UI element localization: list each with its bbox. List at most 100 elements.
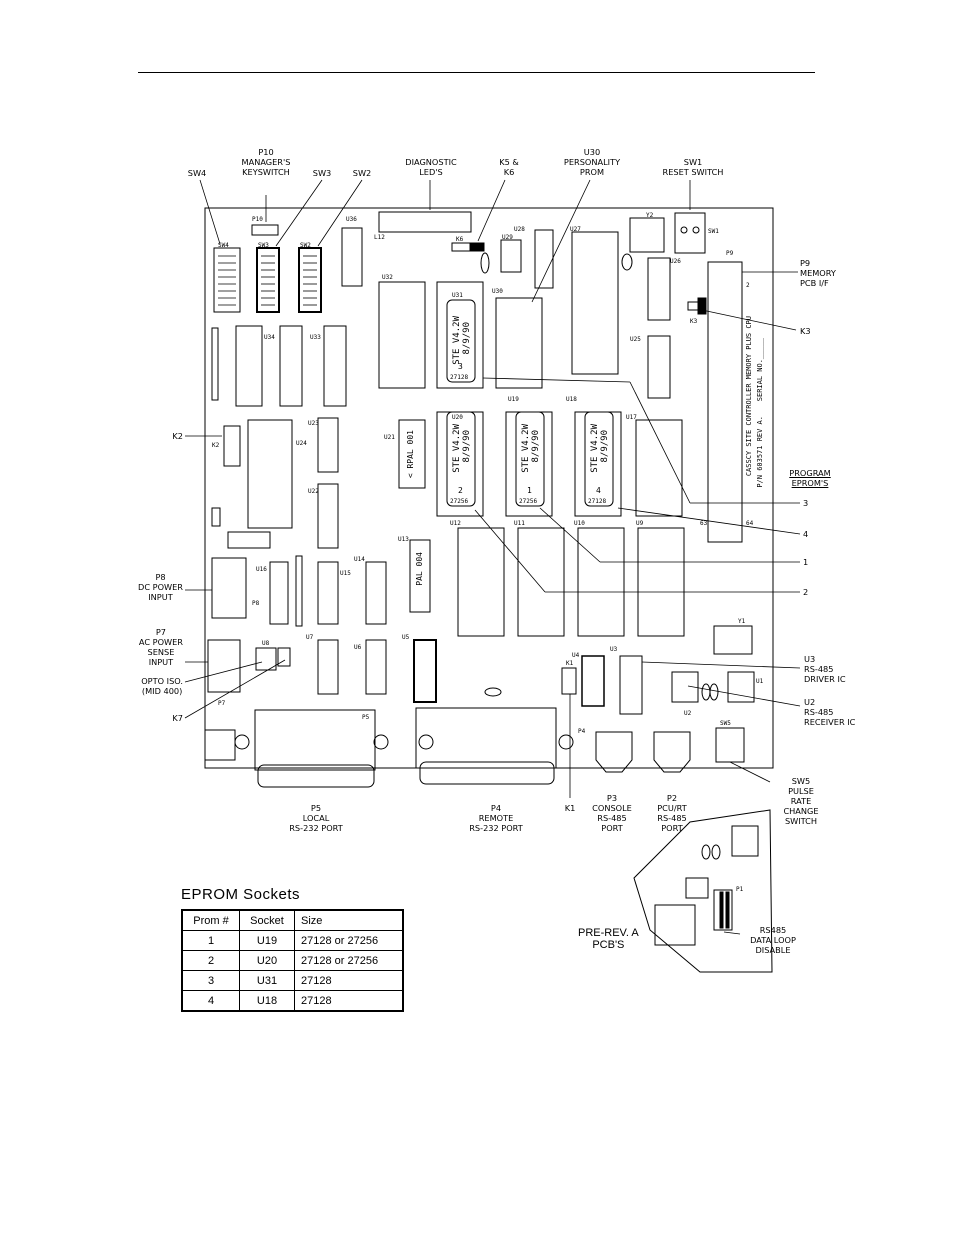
capacitor [227,531,271,549]
sw5-switch [715,727,745,763]
cell-size: 27128 or 27256 [294,950,404,971]
cell-prom: 2 [181,950,240,971]
u9-chip [637,527,685,637]
u24-chip [247,419,293,529]
silk-sw1: SW1 [708,228,719,235]
silk-u13: U13 [398,536,409,543]
table-row: 3 U31 27128 [181,970,404,991]
callout-diag-leds: DIAGNOSTIC LED'S [405,157,457,177]
silk-pin64: 64 [746,520,754,527]
silk-u28: U28 [514,226,525,233]
silk-pin63: 63 [700,520,708,527]
k2-header [223,425,241,467]
callout-k3: K3 [800,326,811,336]
u19-chip [515,411,545,507]
col-prom: Prom # [181,909,240,931]
silk-u26: U26 [670,258,681,265]
u20-chip [446,411,476,507]
callout-p2: P2 PCU/RT RS-485 PORT [657,793,687,833]
u35-chip [235,325,263,407]
silk-sw5: SW5 [720,720,731,727]
callout-program-eproms: PROGRAM EPROM'S [789,468,831,488]
silk-l12: L12 [374,234,385,241]
silk-serial: SERIAL NO._____ [756,338,764,402]
silk-u4: U4 [572,652,580,659]
p9-connector [707,261,743,543]
silk-pal: PAL 004 [415,552,424,586]
inset-u2 [685,877,709,899]
silk-u15: U15 [340,570,351,577]
callout-p8: P8 DC POWER INPUT [138,572,183,602]
u31-chip [446,299,476,383]
callout-sw3: SW3 [312,168,332,178]
cell-socket: U20 [239,950,295,971]
silk-k2: K2 [212,442,220,449]
u19-chip-label: STE V4.2W [521,424,531,473]
silk-u25: U25 [630,336,641,343]
p5-shell [257,764,375,788]
table-row: 2 U20 27128 or 27256 [181,950,404,971]
u34-chip [279,325,303,407]
callout-4: 4 [803,529,809,539]
inset-p3 [654,904,696,946]
silk-p9: P9 [726,250,734,257]
u20-chip-type: 27256 [450,498,469,505]
silk-u20: U20 [452,414,463,421]
callout-p4: P4 REMOTE RS-232 PORT [469,803,523,833]
silk-p1: P1 [736,886,744,893]
callout-k2: K2 [172,431,183,441]
silk-p4: P4 [578,728,586,735]
silk-u21: U21 [384,434,395,441]
u36-chip [341,227,363,287]
u20-chip-label: STE V4.2W [452,424,462,473]
p4-connector [415,707,557,769]
silk-p8: P8 [252,600,260,607]
silk-u27: U27 [570,226,581,233]
callout-p3: P3 CONSOLE RS-485 PORT [592,793,632,833]
silk-p5: P5 [362,714,370,721]
u21-chip [398,419,426,489]
cell-socket: U18 [239,990,295,1012]
u8-chip [255,647,277,671]
u14-chip [365,561,387,625]
u18-chip-type: 27128 [588,498,607,505]
silk-u19: U19 [508,396,519,403]
p5-bracket [204,729,236,761]
silk-u2: U2 [684,710,692,717]
u17-chip [635,419,683,517]
u19-chip-type: 27256 [519,498,538,505]
silk-pin2: 2 [746,282,750,289]
cell-prom: 1 [181,930,240,951]
silk-u5: U5 [402,634,410,641]
callout-p5: P5 LOCAL RS-232 PORT [289,803,343,833]
silk-u8: U8 [262,640,270,647]
callout-p9: P9 MEMORY PCB I/F [800,258,836,288]
silk-u22: U22 [308,488,319,495]
silk-u12: U12 [450,520,461,527]
p2-port [653,731,691,773]
u31-chip-label: STE V4.2W [452,316,462,365]
u19-chip-num: 1 [527,486,532,495]
u18-chip [584,411,614,507]
u6-chip [365,639,387,695]
silk-k1: K1 [566,660,574,667]
u25-chip [647,335,671,399]
u10-chip [577,527,625,637]
col-socket: Socket [239,909,295,931]
silk-u11: U11 [514,520,525,527]
silk-u6: U6 [354,644,362,651]
silk-u32: U32 [382,274,393,281]
silk-u23: U23 [308,420,319,427]
silk-u7: U7 [306,634,314,641]
silk-k3: K3 [690,318,698,325]
silk-u17: U17 [626,414,637,421]
u27-chip [571,231,619,375]
u5-chip [413,639,437,703]
silk-u31: U31 [452,292,463,299]
callout-3: 3 [803,498,809,508]
sw4-body [213,247,241,313]
u32-chip [378,281,426,389]
u28-chip [534,229,554,289]
callout-sw1: SW1 RESET SWITCH [662,157,724,177]
